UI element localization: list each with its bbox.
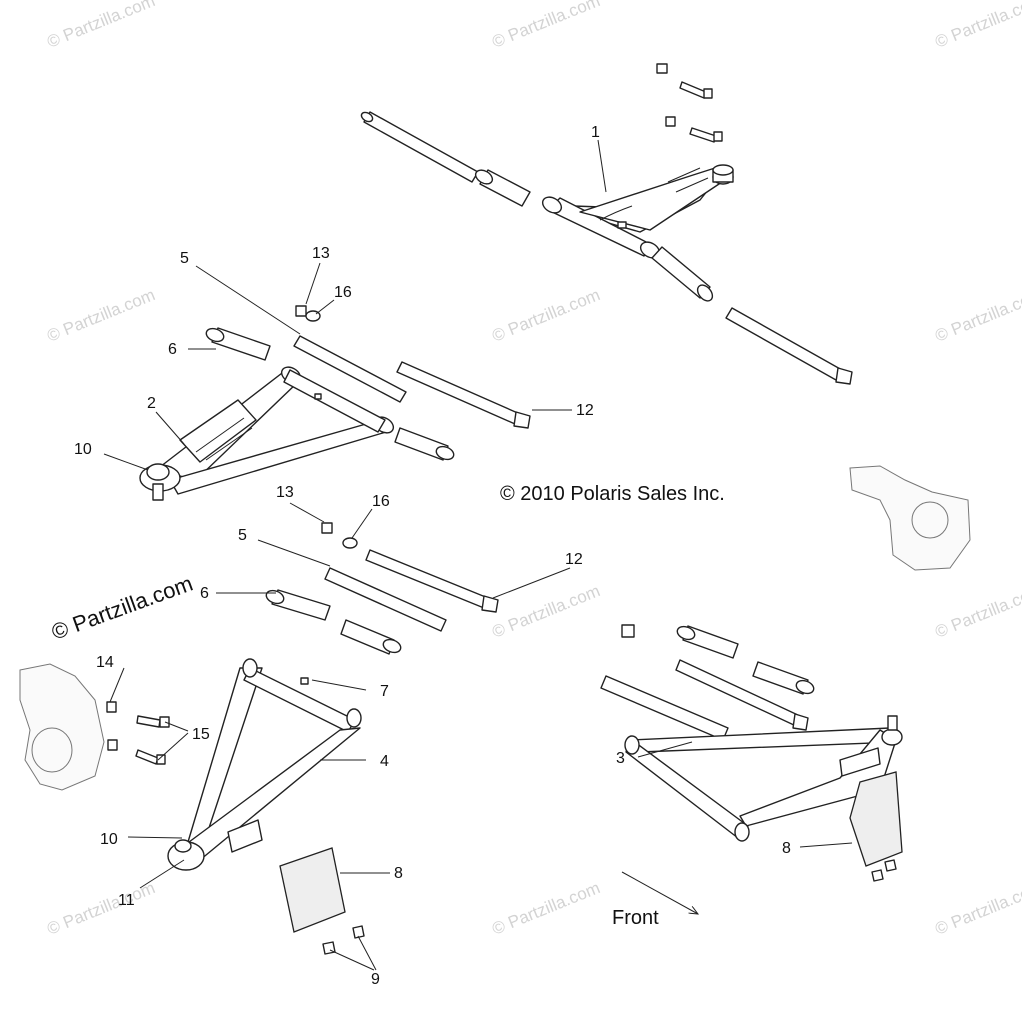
- callout-labels: 1 2 3 4 5 5 6 6 7 8 8 9 10 10 11 12 12 1…: [74, 124, 791, 988]
- callout-8: 8: [782, 840, 791, 857]
- lower-a-arm-right: [600, 465, 971, 882]
- copyright-text: © 2010 Polaris Sales Inc.: [500, 483, 725, 505]
- watermark: © Partzilla.com: [489, 285, 602, 346]
- watermark: © Partzilla.com: [932, 0, 1022, 52]
- callout-4: 4: [380, 753, 389, 770]
- callout-8: 8: [394, 865, 403, 882]
- watermark: © Partzilla.com: [489, 878, 602, 939]
- watermark: © Partzilla.com: [44, 0, 157, 52]
- callout-5: 5: [238, 527, 247, 544]
- callout-13: 13: [312, 245, 330, 262]
- watermark: © Partzilla.com: [44, 285, 157, 346]
- callout-7: 7: [380, 683, 389, 700]
- callout-1: 1: [591, 124, 600, 141]
- upper-a-arm-left: [139, 305, 531, 501]
- callout-2: 2: [147, 395, 156, 412]
- callout-14: 14: [96, 654, 114, 671]
- callout-9: 9: [371, 971, 380, 988]
- callout-16: 16: [334, 284, 352, 301]
- callout-10: 10: [100, 831, 118, 848]
- callout-6: 6: [200, 585, 209, 602]
- callout-16: 16: [372, 493, 390, 510]
- watermark: © Partzilla.com: [489, 0, 602, 52]
- callout-6: 6: [168, 341, 177, 358]
- lower-a-arm-left: [19, 522, 499, 955]
- callout-10: 10: [74, 441, 92, 458]
- callout-3: 3: [616, 750, 625, 767]
- callout-12: 12: [576, 402, 594, 419]
- callout-15: 15: [192, 726, 210, 743]
- watermark: © Partzilla.com: [932, 285, 1022, 346]
- callout-11: 11: [118, 892, 135, 909]
- partzilla-watermark: © Partzilla.com: [48, 571, 196, 645]
- leader-lines: [103, 139, 853, 971]
- watermark: © Partzilla.com: [932, 581, 1022, 642]
- front-label: Front: [612, 907, 659, 929]
- watermark: © Partzilla.com: [932, 878, 1022, 939]
- watermark: © Partzilla.com: [489, 581, 602, 642]
- callout-5: 5: [180, 250, 189, 267]
- upper-a-arm-right: [360, 63, 853, 385]
- callout-12: 12: [565, 551, 583, 568]
- callout-13: 13: [276, 484, 294, 501]
- front-arrow: [621, 871, 698, 914]
